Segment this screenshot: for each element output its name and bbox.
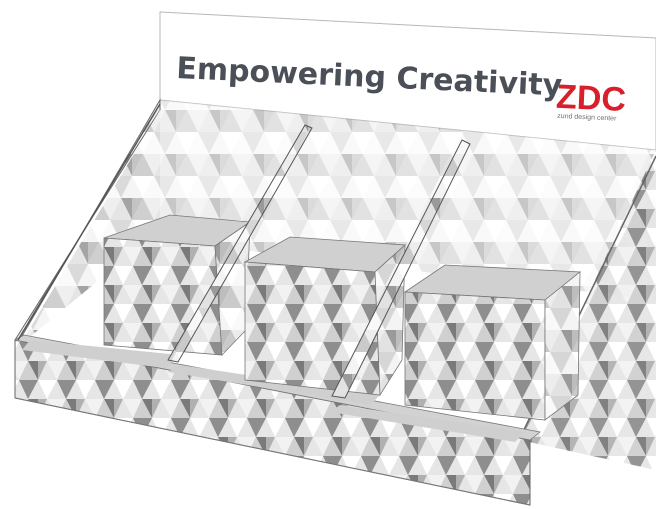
header-board [159, 11, 656, 151]
compartment-1-floor [22, 340, 180, 368]
cube-3-side [544, 271, 581, 421]
base-bottom-edge [14, 397, 531, 506]
left-side-panel [20, 110, 160, 345]
logo-subtitle: zund design center [557, 113, 617, 123]
compartment-2-floor [168, 365, 380, 405]
cube-3-front [404, 291, 546, 421]
cube-2-front [244, 261, 381, 396]
cube-1-front [103, 237, 223, 356]
divider-1 [167, 124, 313, 363]
logo-letters: ZDC [555, 78, 627, 119]
divider-2 [331, 139, 471, 399]
left-slope-edge [17, 103, 161, 341]
compartment-3-floor [330, 405, 525, 442]
zdc-logo: ZDC zund design center [555, 78, 627, 123]
